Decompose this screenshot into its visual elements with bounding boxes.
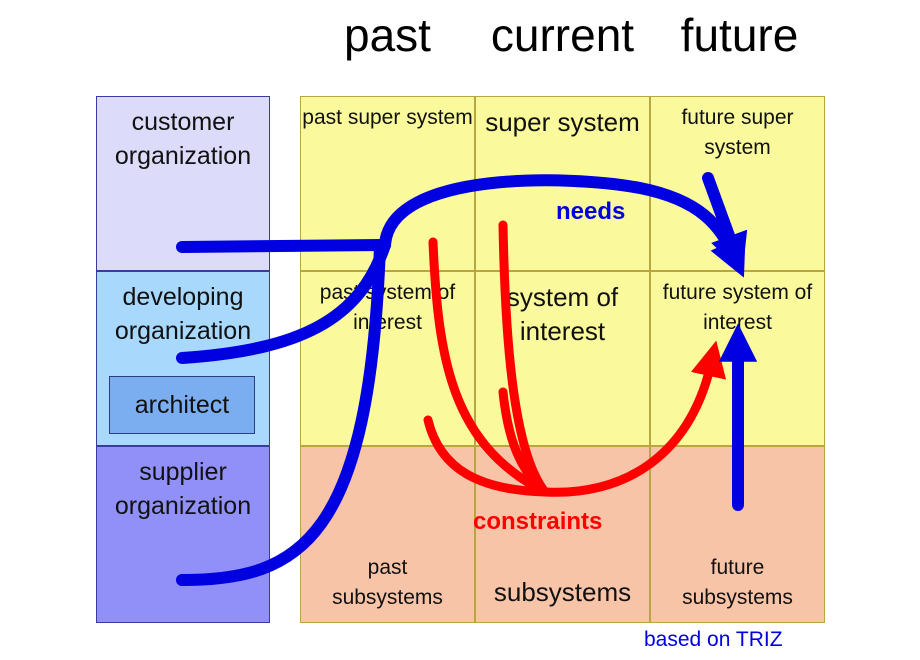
customer-organization-label: customer organization (114, 108, 252, 170)
constraint-curve-3 (498, 220, 550, 497)
future-subsystems-label: future subsystems (682, 556, 793, 609)
supplier-organization-label: supplier organization (114, 458, 252, 520)
based-on-triz-caption: based on TRIZ (644, 628, 783, 651)
cell-past-subsystems: past subsystems (300, 446, 475, 623)
constraint-curve-4 (498, 387, 550, 497)
constraints-arrows (423, 220, 727, 497)
needs-arrow-to-future (379, 174, 746, 278)
supplier-organization-box: supplier organization (96, 446, 270, 623)
constraint-arrow-to-future (540, 340, 727, 497)
needs-from-customer (176, 239, 391, 253)
developing-organization-label: developing organization (114, 283, 252, 345)
constraints-label: constraints (473, 508, 603, 535)
header-current: current (490, 9, 635, 61)
needs-label: needs (556, 198, 626, 225)
system-of-interest-label: system of interest (506, 282, 619, 346)
needs-arrows (176, 172, 758, 586)
constraint-curve-2 (423, 415, 550, 497)
past-subsystems-label: past subsystems (332, 556, 443, 609)
header-past: past (344, 9, 431, 61)
needs-from-developing (176, 239, 391, 364)
subsystems-label: subsystems (493, 577, 632, 607)
past-super-system-label: past super system (302, 106, 473, 129)
architect-box: architect (109, 376, 255, 434)
constraint-curve-1 (428, 237, 550, 497)
header-future: future (680, 9, 799, 61)
needs-from-future-super (702, 172, 748, 273)
super-system-label: super system (485, 107, 640, 137)
future-super-system-label: future super system (681, 106, 794, 159)
needs-from-supplier (176, 239, 386, 586)
